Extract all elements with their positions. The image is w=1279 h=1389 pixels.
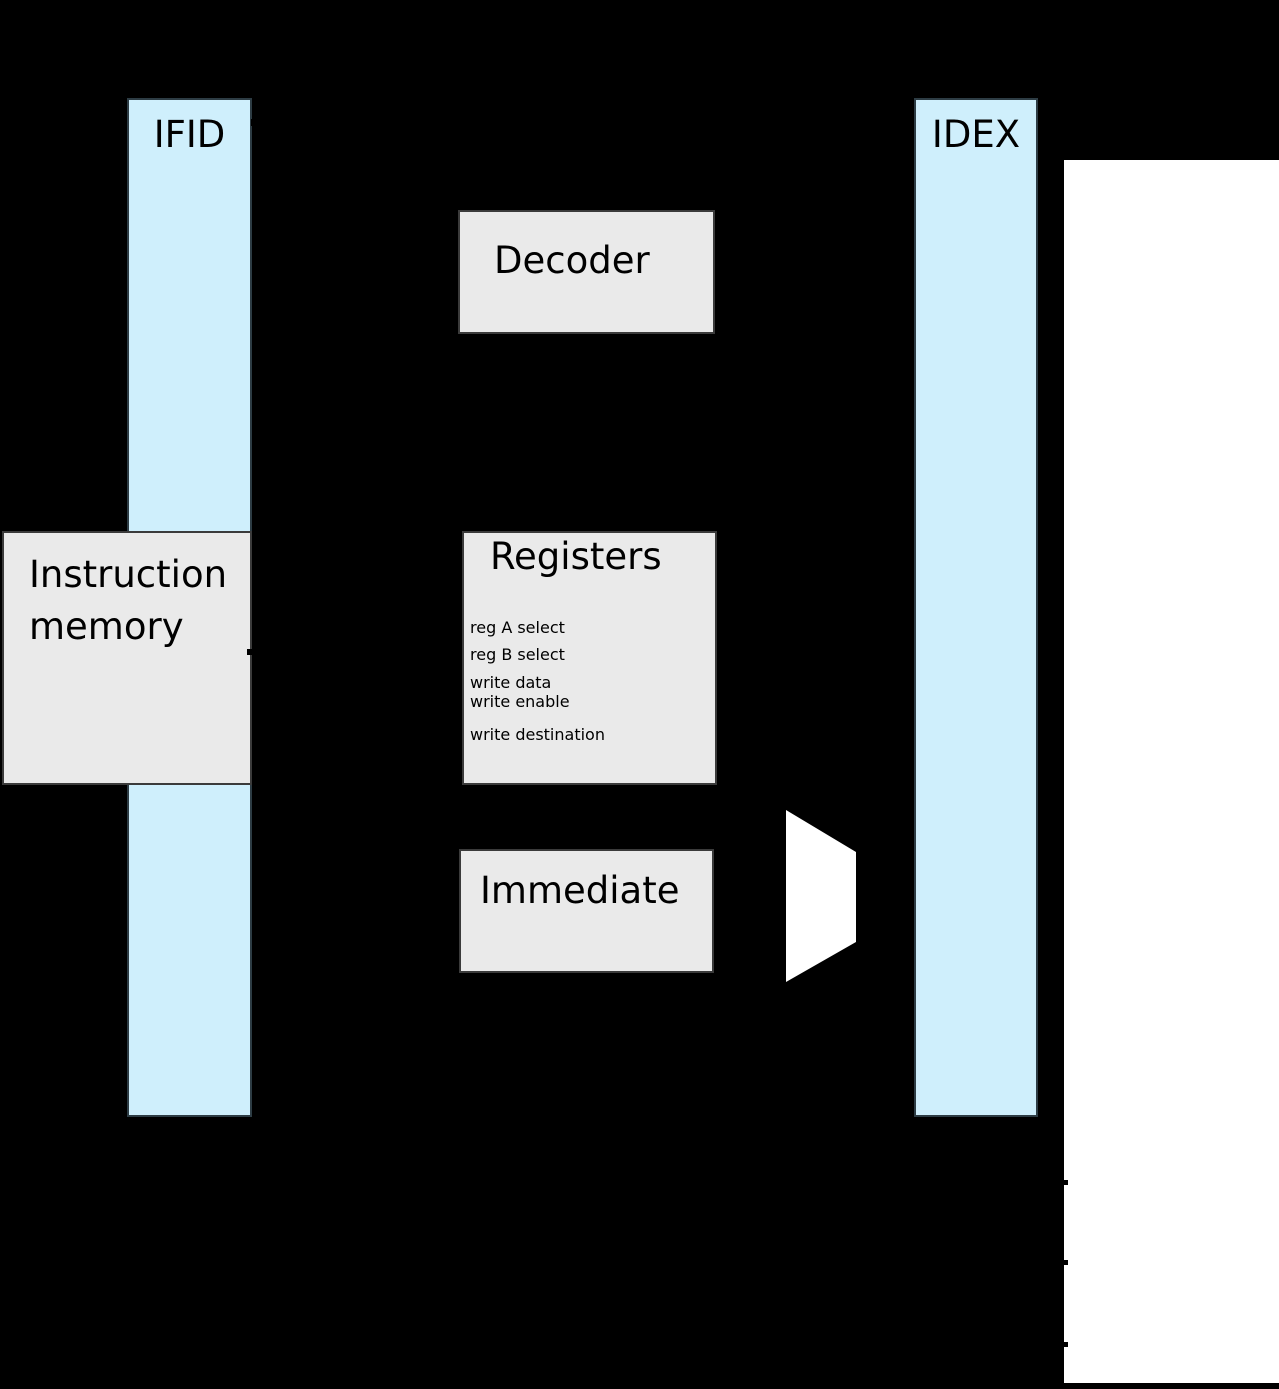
registers-title: Registers: [490, 535, 662, 578]
registers-port-reg-b-select: reg B select: [470, 645, 565, 664]
wire-stub-ifid: [251, 119, 256, 126]
mux-shape: [786, 810, 856, 982]
instruction-memory-label: Instruction memory: [29, 549, 227, 653]
idex-label: IDEX: [931, 113, 1021, 156]
registers-block: Registers reg A select reg B select writ…: [462, 531, 717, 785]
registers-port-write-enable: write enable: [470, 692, 570, 711]
wire-stub-instruction-memory: [247, 649, 253, 655]
registers-port-write-destination: write destination: [470, 725, 605, 744]
instruction-memory-block: Instruction memory: [2, 531, 252, 785]
decoder-block: Decoder: [458, 210, 715, 334]
instruction-memory-label-line2: memory: [29, 605, 184, 648]
registers-port-write-data: write data: [470, 673, 552, 692]
wire-stub-panel-1: [1062, 1180, 1068, 1185]
immediate-block: Immediate: [459, 849, 714, 973]
wire-stub-panel-2: [1062, 1260, 1068, 1265]
decoder-label: Decoder: [494, 239, 650, 282]
immediate-label: Immediate: [480, 869, 680, 912]
instruction-memory-label-line1: Instruction: [29, 553, 228, 596]
wire-stub-panel-3: [1062, 1342, 1068, 1347]
ifid-label: IFID: [153, 113, 226, 156]
registers-port-reg-a-select: reg A select: [470, 618, 565, 637]
next-stage-panel: [1064, 160, 1279, 1383]
pipeline-register-idex: IDEX: [914, 98, 1038, 1117]
